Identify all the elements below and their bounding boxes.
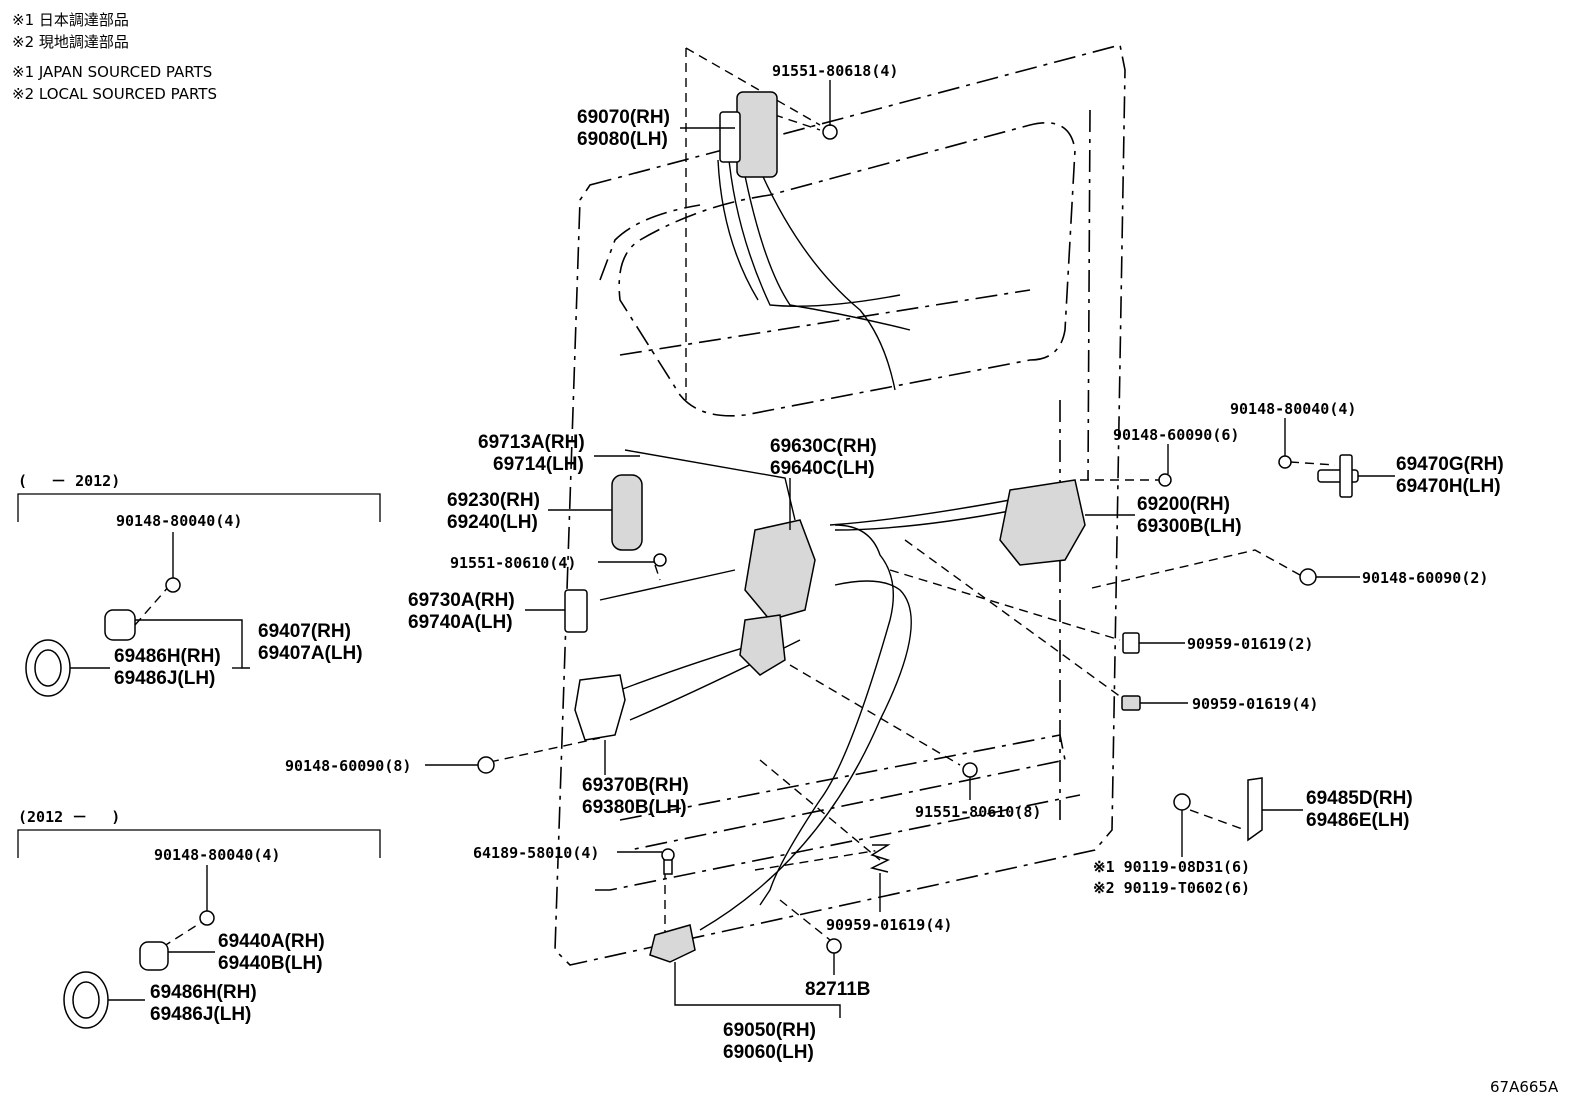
label-90959-01619-4b: 90959-01619(4) bbox=[826, 916, 952, 934]
door-lock-assembly bbox=[999, 479, 1086, 566]
label-69440a: 69440A(RH) bbox=[218, 931, 325, 952]
clip-90959-2 bbox=[1122, 632, 1140, 654]
label-64189-58010: 64189-58010(4) bbox=[473, 844, 599, 862]
label-69486e: 69486E(LH) bbox=[1306, 810, 1410, 831]
bolt-g1 bbox=[165, 577, 181, 593]
clip-90959-4a bbox=[1121, 695, 1141, 711]
label-90148-80040-right: 90148-80040(4) bbox=[1230, 400, 1356, 418]
label-90119-08d31: ※1 90119-08D31(6) bbox=[1093, 858, 1250, 876]
label-69080: 69080(LH) bbox=[577, 129, 668, 150]
screw-91551-80610-8 bbox=[962, 762, 978, 778]
group-label-post-2012: (2012 － ) bbox=[18, 808, 120, 826]
spring-90959-4b bbox=[869, 844, 891, 873]
label-91551-80610-8: 91551-80610(8) bbox=[915, 803, 1041, 821]
label-69370b: 69370B(RH) bbox=[582, 775, 689, 796]
label-69470h: 69470H(LH) bbox=[1396, 476, 1501, 497]
note-japan-jp: ※1 日本調達部品 bbox=[12, 11, 129, 29]
label-69740a: 69740A(LH) bbox=[408, 612, 513, 633]
label-90959-01619-2: 90959-01619(2) bbox=[1187, 635, 1313, 653]
screw-91551-80610 bbox=[653, 553, 667, 567]
label-69485d: 69485D(RH) bbox=[1306, 788, 1413, 809]
guide-69485d bbox=[1247, 777, 1263, 842]
label-69070: 69070(RH) bbox=[577, 107, 670, 128]
cables bbox=[599, 149, 1016, 931]
hinge-bracket bbox=[574, 674, 626, 741]
outside-handle bbox=[736, 91, 778, 178]
label-69470g: 69470G(RH) bbox=[1396, 454, 1504, 475]
bolt-90148-60090-2 bbox=[1299, 568, 1317, 586]
clip-82711b bbox=[826, 938, 842, 954]
label-69640c: 69640C(LH) bbox=[770, 458, 875, 479]
label-g2-69486j: 69486J(LH) bbox=[150, 1004, 251, 1025]
note-local-en: ※2 LOCAL SOURCED PARTS bbox=[12, 85, 217, 103]
label-90148-60090-2: 90148-60090(2) bbox=[1362, 569, 1488, 587]
door-outline bbox=[554, 44, 1126, 966]
label-69060: 69060(LH) bbox=[723, 1042, 814, 1063]
remote-control bbox=[744, 519, 816, 621]
bolt-90148-80040-r bbox=[1278, 455, 1292, 469]
label-69730a: 69730A(RH) bbox=[408, 590, 515, 611]
label-69050: 69050(RH) bbox=[723, 1020, 816, 1041]
label-91551-80610-4: 91551-80610(4) bbox=[450, 554, 576, 572]
assembly-lines bbox=[134, 47, 1336, 956]
label-g2-69486h: 69486H(RH) bbox=[150, 982, 257, 1003]
label-82711b: 82711B bbox=[805, 979, 871, 1000]
note-japan-en: ※1 JAPAN SOURCED PARTS bbox=[12, 63, 212, 81]
inside-handle bbox=[611, 474, 643, 551]
bolt-90119 bbox=[1173, 793, 1191, 811]
bolt-64189 bbox=[661, 848, 675, 862]
label-69300b: 69300B(LH) bbox=[1137, 516, 1242, 537]
leader-lines bbox=[70, 80, 1395, 1018]
label-69713a: 69713A(RH) bbox=[478, 432, 585, 453]
group-label-pre-2012: ( － 2012) bbox=[18, 472, 120, 490]
bolt-90148-60090-8 bbox=[477, 756, 495, 774]
lower-lock bbox=[649, 924, 696, 963]
source-notes: ※1 日本調達部品 ※2 現地調達部品 ※1 JAPAN SOURCED PAR… bbox=[12, 11, 217, 103]
label-g1-69486h: 69486H(RH) bbox=[114, 646, 221, 667]
label-90148-60090-6: 90148-60090(6) bbox=[1113, 426, 1239, 444]
part-labels: 91551-80618(4) 69070(RH) 69080(LH) 90148… bbox=[114, 62, 1504, 1063]
label-69230: 69230(RH) bbox=[447, 490, 540, 511]
label-69240: 69240(LH) bbox=[447, 512, 538, 533]
label-69440b: 69440B(LH) bbox=[218, 953, 323, 974]
label-69714: 69714(LH) bbox=[493, 454, 584, 475]
label-90959-01619-4a: 90959-01619(4) bbox=[1192, 695, 1318, 713]
label-90148-60090-8: 90148-60090(8) bbox=[285, 757, 411, 775]
label-69380b: 69380B(LH) bbox=[582, 797, 687, 818]
label-91551-80618: 91551-80618(4) bbox=[772, 62, 898, 80]
bolt-91551-80618 bbox=[822, 124, 838, 140]
hinge-g2 bbox=[139, 941, 169, 971]
label-g1-90148-80040: 90148-80040(4) bbox=[116, 512, 242, 530]
note-local-jp: ※2 現地調達部品 bbox=[12, 33, 129, 51]
bolt-90148-60090-6 bbox=[1158, 473, 1172, 487]
label-g2-90148-80040: 90148-80040(4) bbox=[154, 846, 280, 864]
label-90119-t0602: ※2 90119-T0602(6) bbox=[1093, 879, 1250, 897]
label-69630c: 69630C(RH) bbox=[770, 436, 877, 457]
group-brackets: ( － 2012) (2012 － ) bbox=[17, 472, 381, 858]
label-g1-69486j: 69486J(LH) bbox=[114, 668, 215, 689]
hinge-g1 bbox=[104, 609, 136, 641]
label-69200: 69200(RH) bbox=[1137, 494, 1230, 515]
label-69407: 69407(RH) bbox=[258, 621, 351, 642]
figure-code: 67A665A bbox=[1490, 1078, 1559, 1096]
label-69407a: 69407A(LH) bbox=[258, 643, 363, 664]
bolt-g2 bbox=[199, 910, 215, 926]
parts bbox=[25, 91, 1359, 1029]
lock-knob bbox=[564, 589, 588, 633]
